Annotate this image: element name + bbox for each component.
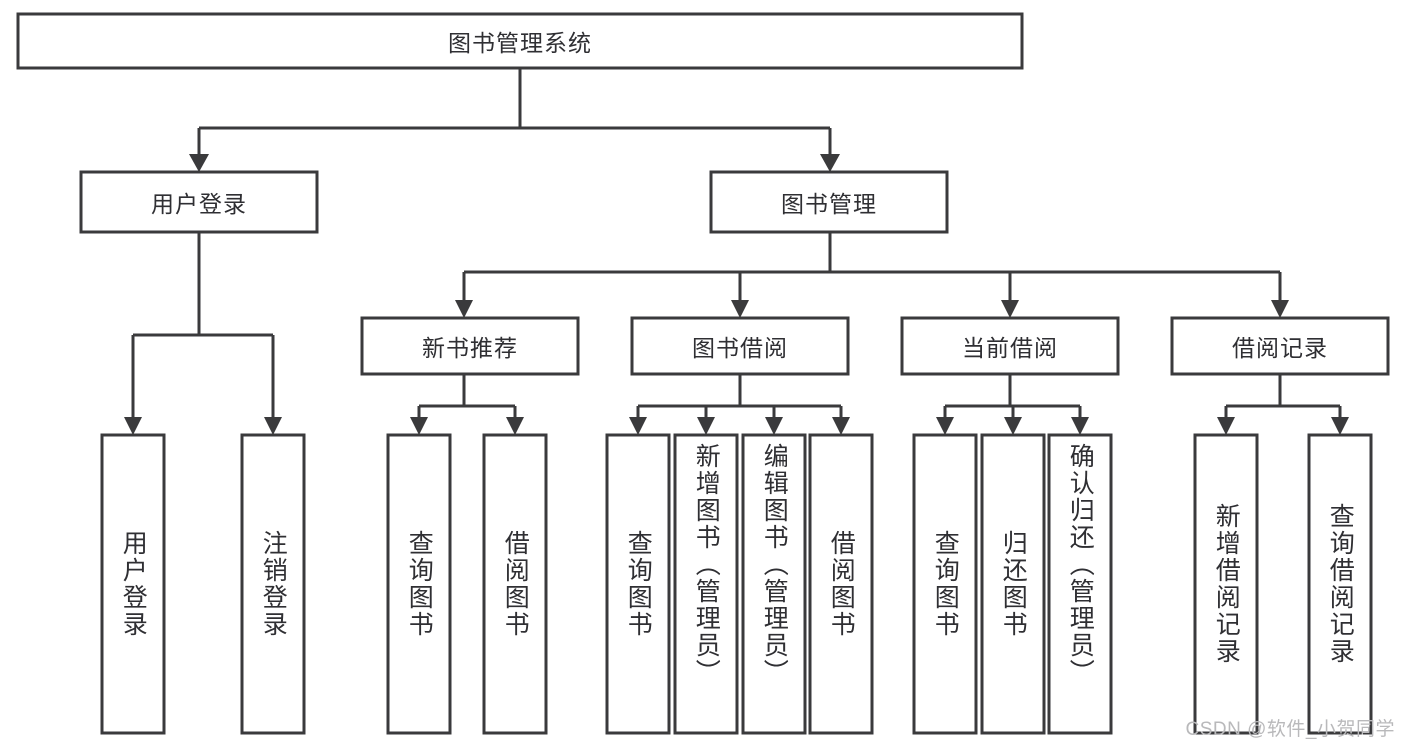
arrowhead-current-leaf-1 — [936, 417, 954, 435]
node-box-current-borrow[interactable] — [900, 316, 1120, 376]
boxes-layer — [16, 12, 1390, 735]
arrowhead-root-to-login — [189, 154, 209, 172]
arrowhead-bookmgmt-to-borrow — [731, 300, 749, 318]
leaf-box-borrow-query[interactable] — [605, 433, 671, 735]
arrowhead-borrow-leaf-1 — [629, 417, 647, 435]
leaf-box-current-return[interactable] — [980, 433, 1046, 735]
arrowhead-bookmgmt-to-record — [1271, 300, 1289, 318]
leaf-box-borrow-add[interactable] — [673, 433, 739, 735]
arrowhead-bookmgmt-to-newbook — [455, 300, 473, 318]
arrowhead-newbook-leaf-1 — [410, 417, 428, 435]
arrowhead-record-leaf-1 — [1217, 417, 1235, 435]
arrowhead-root-to-bookmgmt — [820, 154, 840, 172]
leaf-box-newbook-borrow[interactable] — [482, 433, 548, 735]
arrowhead-login-leaf-2 — [264, 417, 282, 435]
leaf-box-user-login[interactable] — [100, 433, 166, 735]
node-box-borrow-record[interactable] — [1170, 316, 1390, 376]
arrowhead-bookmgmt-to-current — [1001, 300, 1019, 318]
node-box-user-login[interactable] — [79, 170, 319, 234]
arrowhead-borrow-leaf-4 — [832, 417, 850, 435]
node-box-book-management[interactable] — [709, 170, 949, 234]
arrowhead-current-leaf-2 — [1004, 417, 1022, 435]
leaf-box-logout[interactable] — [240, 433, 306, 735]
node-box-book-borrow[interactable] — [630, 316, 850, 376]
leaf-box-current-confirm-return[interactable] — [1047, 433, 1113, 735]
leaf-box-current-query[interactable] — [912, 433, 978, 735]
arrowhead-login-leaf-1 — [124, 417, 142, 435]
leaf-box-record-add[interactable] — [1193, 433, 1259, 735]
node-box-root[interactable] — [16, 12, 1024, 70]
leaf-box-newbook-query[interactable] — [386, 433, 452, 735]
arrowhead-borrow-leaf-3 — [765, 417, 783, 435]
leaf-box-record-query[interactable] — [1307, 433, 1373, 735]
csdn-watermark: CSDN @软件_小贺同学 — [1185, 719, 1395, 740]
arrowhead-record-leaf-2 — [1331, 417, 1349, 435]
node-box-new-book-recommend[interactable] — [360, 316, 580, 376]
arrowhead-borrow-leaf-2 — [697, 417, 715, 435]
leaf-box-borrow-lend[interactable] — [808, 433, 874, 735]
arrowhead-newbook-leaf-2 — [506, 417, 524, 435]
leaf-box-borrow-edit[interactable] — [741, 433, 807, 735]
connectors-layer — [124, 68, 1349, 435]
arrowhead-current-leaf-3 — [1071, 417, 1089, 435]
